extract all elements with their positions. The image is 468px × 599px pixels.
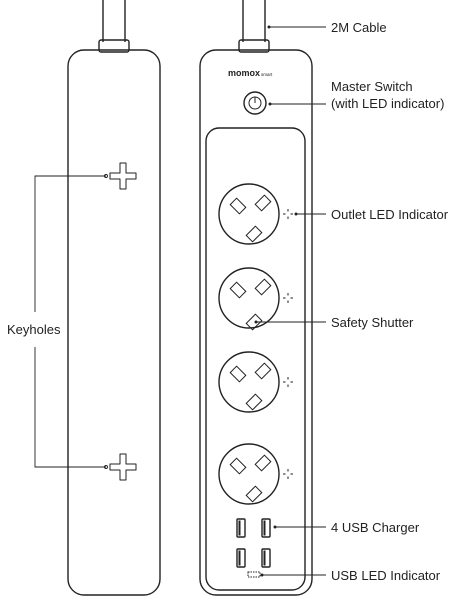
- back-view: [34, 0, 161, 596]
- keyhole-icon-bottom: [109, 453, 137, 481]
- labels: 2M Cable Master Switch (with LED indicat…: [7, 20, 449, 583]
- back-body: [67, 49, 161, 596]
- outlet-led-icon-4: [283, 469, 293, 479]
- outlet-led-icon-1: [283, 209, 293, 219]
- keyholes-bracket: [34, 175, 106, 468]
- keyholes-label: Keyholes: [7, 322, 61, 337]
- back-cable: [102, 0, 126, 42]
- cable-label: 2M Cable: [331, 20, 387, 35]
- usb-led-icon: [247, 571, 261, 578]
- usb-port-3: [236, 548, 246, 568]
- usb-charger-label: 4 USB Charger: [331, 520, 420, 535]
- usb-led-label: USB LED Indicator: [331, 568, 441, 583]
- front-cable-boot: [238, 39, 270, 53]
- svg-text:momox: momox: [228, 68, 260, 78]
- front-cable: [242, 0, 266, 42]
- usb-port-1: [236, 518, 246, 538]
- usb-port-4: [261, 548, 271, 568]
- socket-outlet-2: [218, 267, 280, 331]
- outlet-panel: [205, 127, 306, 591]
- socket-outlet-1: [218, 183, 280, 245]
- front-view: momox smart: [199, 0, 313, 596]
- master-switch: [243, 91, 267, 115]
- socket-outlet-4: [218, 443, 280, 505]
- brand-logo: momox smart: [228, 68, 273, 78]
- master-switch-sublabel: (with LED indicator): [331, 96, 444, 111]
- outlet-led-label: Outlet LED Indicator: [331, 207, 449, 222]
- keyhole-icon-top: [109, 162, 137, 190]
- front-body: [199, 49, 313, 596]
- outlet-led-icon-3: [283, 377, 293, 387]
- master-switch-label: Master Switch: [331, 79, 413, 94]
- outlet-led-icon-2: [283, 293, 293, 303]
- socket-outlet-3: [218, 351, 280, 413]
- back-cable-boot: [98, 39, 130, 53]
- usb-port-2: [261, 518, 271, 538]
- svg-text:smart: smart: [261, 72, 273, 77]
- safety-shutter-label: Safety Shutter: [331, 315, 414, 330]
- leader-lines: [254, 25, 326, 577]
